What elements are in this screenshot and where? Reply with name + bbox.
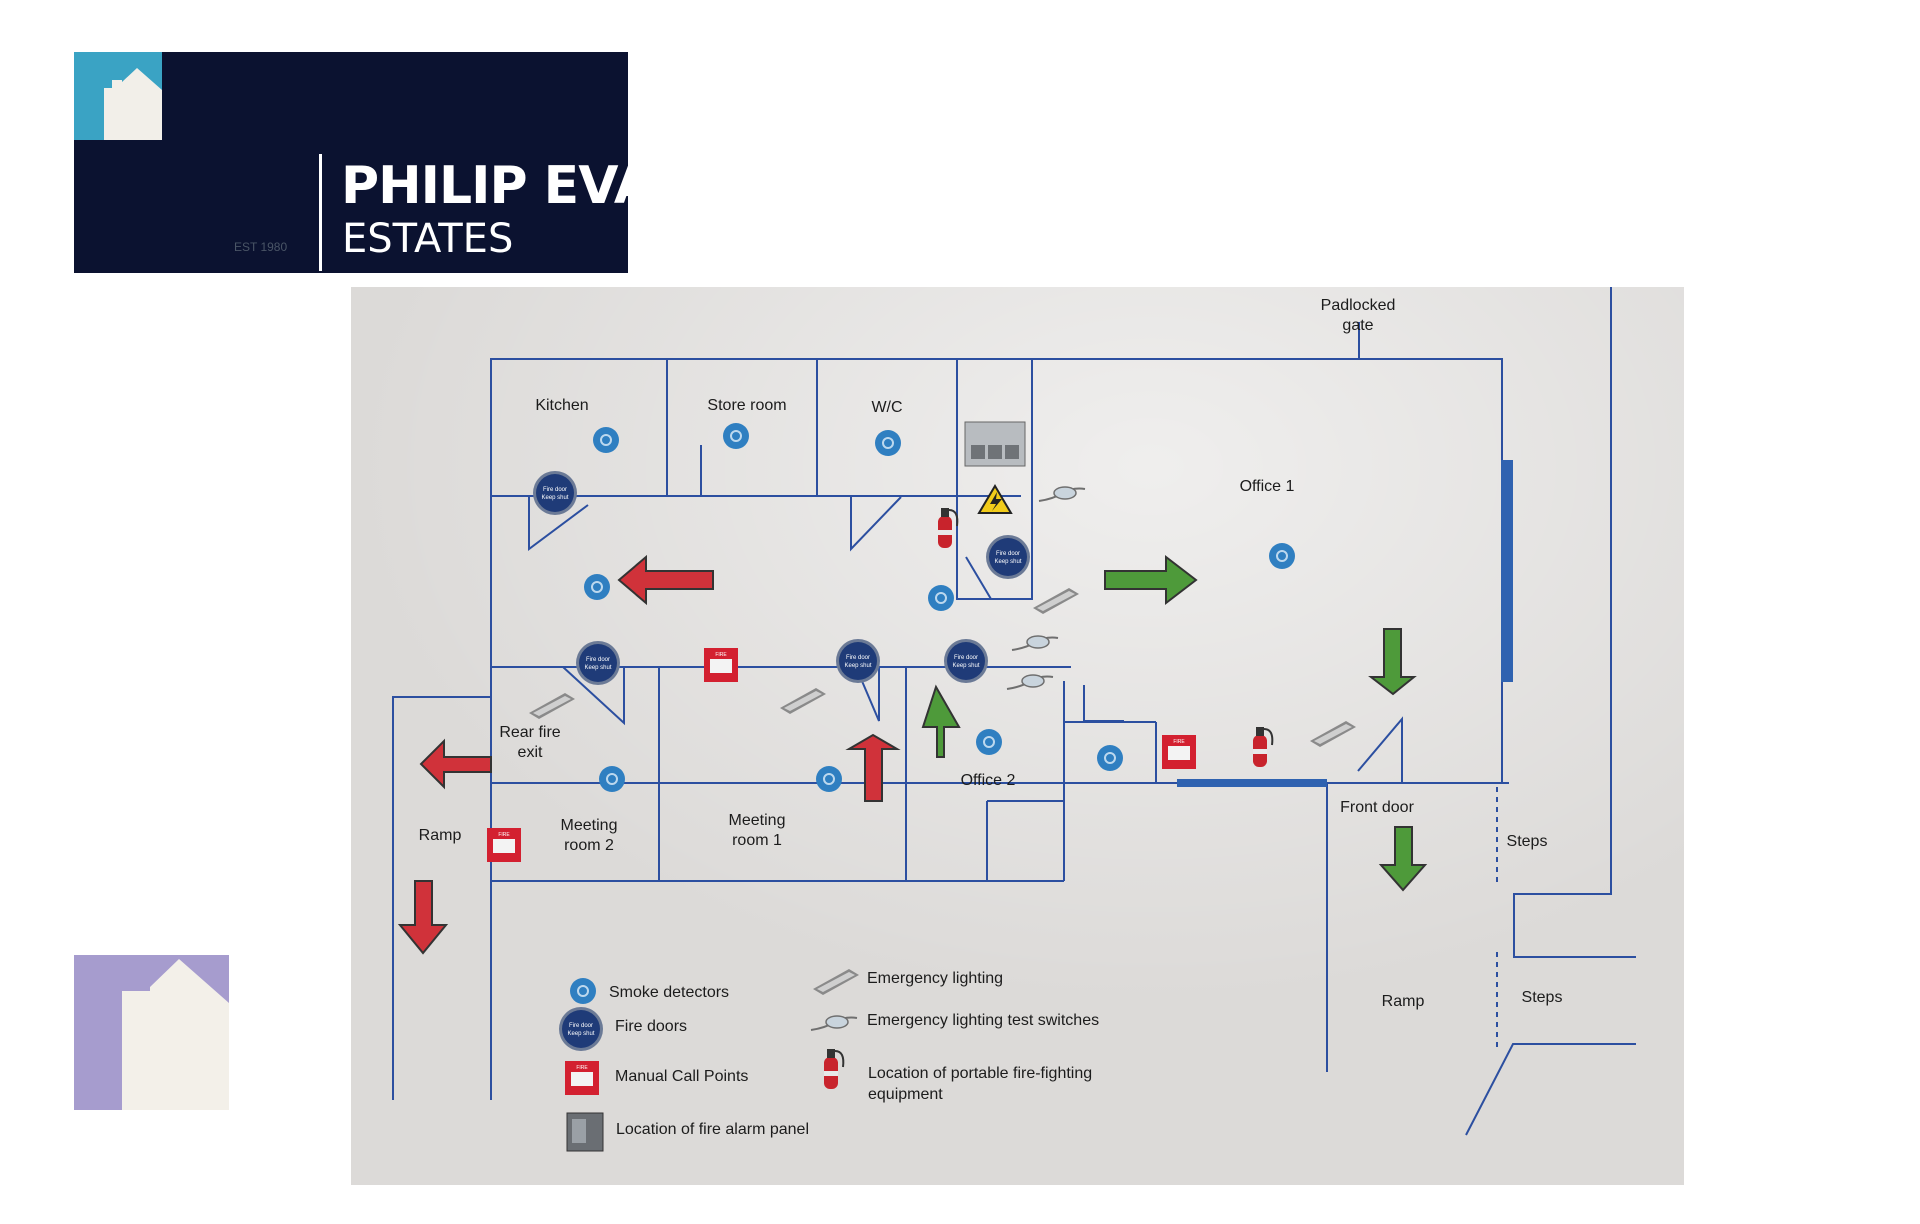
house-logo-icon bbox=[74, 52, 162, 140]
room-label-ramp-left: Ramp bbox=[418, 827, 462, 844]
legend-fire-equipment: Location of portable fire-fighting equip… bbox=[868, 1065, 1093, 1103]
room-label-steps-lower: Steps bbox=[1521, 989, 1563, 1006]
legend-fire-doors: Fire doors bbox=[615, 1018, 688, 1035]
room-label-steps-upper: Steps bbox=[1506, 833, 1548, 850]
legend-test-switches: Emergency lighting test switches bbox=[867, 1012, 1100, 1029]
room-label-padlocked-gate: Padlocked gate bbox=[1320, 297, 1396, 334]
room-label-meeting-room-2: Meeting room 2 bbox=[560, 817, 618, 854]
logo-established: EST 1980 bbox=[234, 240, 288, 254]
house-icon bbox=[122, 959, 229, 1110]
logo-divider bbox=[319, 154, 322, 271]
room-label-ramp-right: Ramp bbox=[1381, 993, 1425, 1010]
room-label-office1: Office 1 bbox=[1239, 478, 1295, 495]
company-subtitle: ESTATES bbox=[342, 216, 514, 262]
room-label-front-door: Front door bbox=[1340, 799, 1414, 816]
fire-safety-plan: Fire doorKeep shut FIRE bbox=[351, 287, 1684, 1185]
room-label-store-room: Store room bbox=[707, 397, 787, 414]
legend-fire-alarm-panel: Location of fire alarm panel bbox=[616, 1121, 809, 1138]
floor-plan-drawing: Fire doorKeep shut FIRE bbox=[351, 287, 1684, 1185]
room-label-meeting-room-1: Meeting room 1 bbox=[728, 812, 786, 849]
room-label-wc: W/C bbox=[871, 399, 903, 416]
room-label-rear-fire-exit: Rear fire exit bbox=[499, 724, 561, 761]
legend-smoke-detectors: Smoke detectors bbox=[609, 984, 730, 1001]
company-name: PHILIP EVANS bbox=[341, 156, 733, 216]
legend-manual-call-points: Manual Call Points bbox=[615, 1068, 749, 1085]
legend-emergency-lighting: Emergency lighting bbox=[867, 970, 1004, 987]
room-label-office2: Office 2 bbox=[960, 772, 1016, 789]
corner-badge bbox=[74, 955, 229, 1110]
room-label-kitchen: Kitchen bbox=[535, 397, 589, 414]
company-logo: EST 1980 PHILIP EVANS ESTATES bbox=[74, 52, 733, 273]
